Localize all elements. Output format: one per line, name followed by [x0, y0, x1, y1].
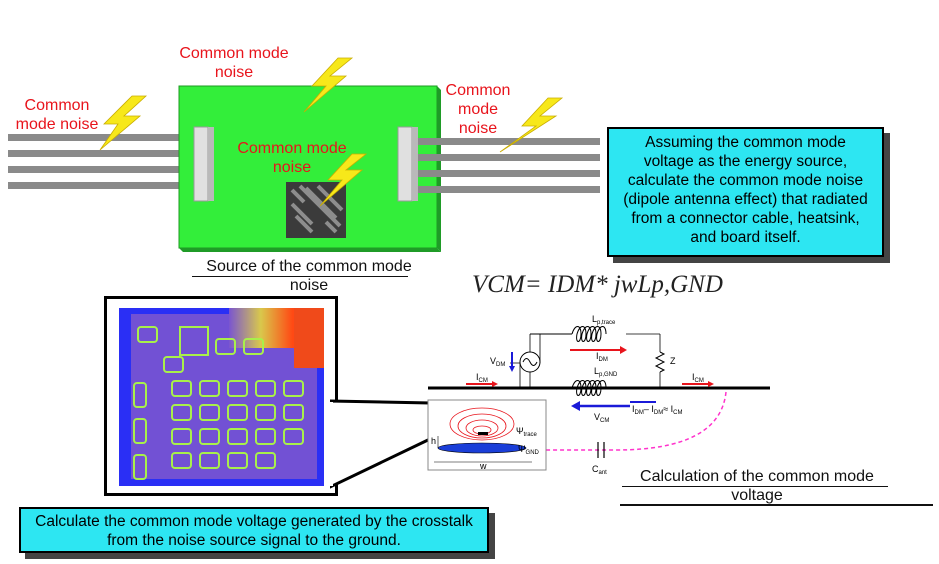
source-caption: Source of the common mode noise: [206, 258, 412, 294]
w-label: w: [479, 461, 487, 471]
thermal-map: [119, 308, 324, 486]
inductor-icon: [530, 326, 607, 342]
capacitor-icon: [597, 442, 605, 458]
idm-label: IDM: [596, 351, 608, 363]
current-equation: IDM– IDM≈ ICM: [632, 404, 683, 416]
lp-trace-label: Lp,trace: [592, 314, 616, 326]
psi-trace-label: Ψtrace: [516, 426, 538, 438]
lightning-bolt-icon: [99, 95, 148, 151]
z-label: Z: [670, 356, 676, 366]
heatsink-icon: [286, 182, 346, 238]
noise-label-top: Common mode noise: [179, 45, 289, 81]
cant-path: [546, 391, 727, 451]
resistor-icon: [654, 351, 666, 373]
noise-label-right: Common mode noise: [445, 82, 511, 137]
circuit-diagram: Lp,trace IDM VDM Z Lp,GND ICM ICM VCM ID…: [427, 314, 770, 476]
lightning-bolt-icon: [499, 97, 564, 153]
calculation-caption: Calculation of the common mode voltage: [640, 468, 874, 504]
h-label: h: [431, 436, 436, 446]
vdm-label: VDM: [490, 356, 505, 368]
assumption-callout: Assuming the common mode voltage as the …: [607, 127, 884, 257]
source-caption-underline: [192, 276, 408, 277]
cant-label: Cant: [592, 464, 607, 476]
inductor-icon: [571, 380, 607, 396]
connector-icon: [397, 126, 418, 202]
noise-label-left: Common mode noise: [15, 97, 99, 133]
noise-label-center: Common mode noise: [237, 140, 347, 176]
crosstalk-callout: Calculate the common mode voltage genera…: [19, 507, 489, 553]
connector-icon: [193, 126, 214, 202]
ac-source-icon: [519, 334, 541, 388]
board-illustration: [8, 57, 600, 252]
psi-gnd-label: ΨGND: [518, 444, 540, 456]
lightning-bolt-icon: [319, 153, 368, 207]
lp-gnd-label: Lp,GND: [594, 366, 618, 378]
calculation-caption-underline: [622, 486, 888, 487]
vcm-label: VCM: [594, 412, 609, 424]
icm-left-label: ICM: [476, 372, 488, 384]
assumption-text: Assuming the common mode voltage as the …: [623, 134, 868, 246]
vcm-formula: VCM= IDM* jwLp,GND: [472, 271, 723, 298]
left-cables: [8, 134, 198, 189]
icm-right-label: ICM: [692, 372, 704, 384]
field-lines: [434, 407, 532, 463]
crosstalk-text: Calculate the common mode voltage genera…: [35, 513, 473, 549]
lightning-bolt-icon: [303, 57, 354, 113]
right-cables: [412, 138, 600, 193]
calculation-caption-rule: [620, 504, 933, 506]
